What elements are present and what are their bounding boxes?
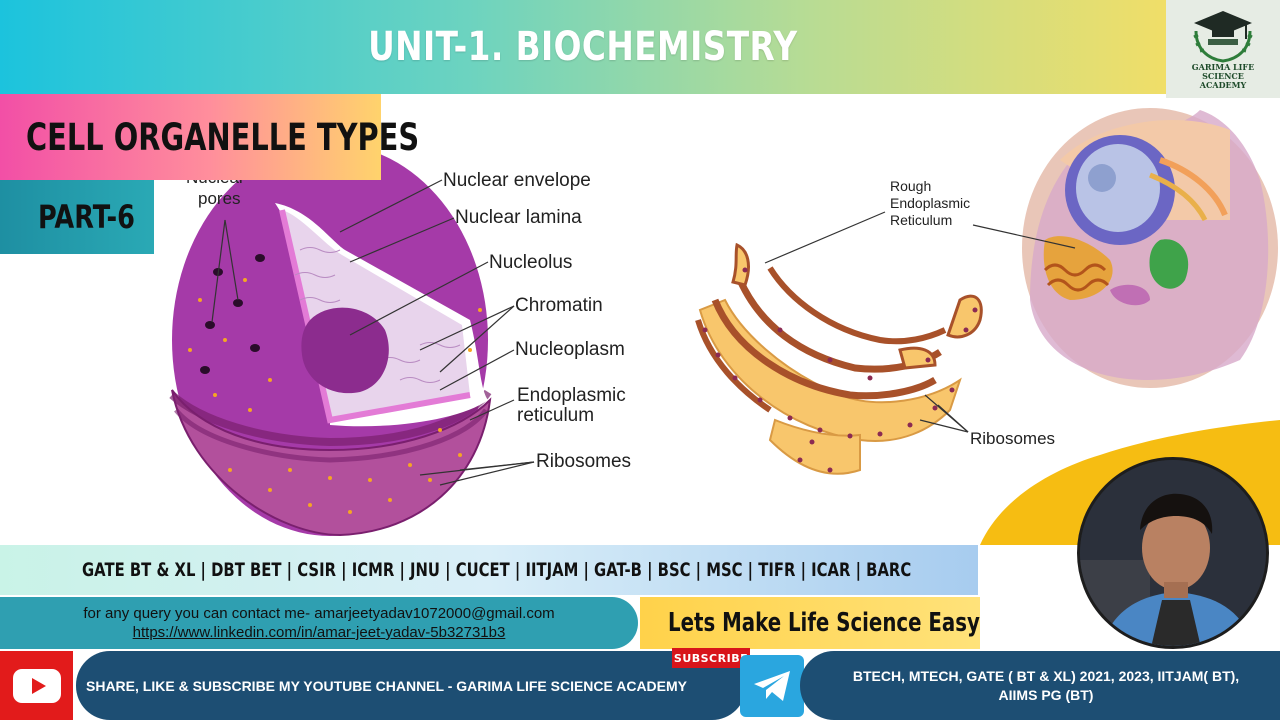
part-label: PART-6 <box>38 198 135 236</box>
rough-er-illustration <box>695 242 983 475</box>
contact-email: for any query you can contact me- amarje… <box>83 605 555 622</box>
nuclear-lamina-label: Nuclear lamina <box>455 207 582 228</box>
exam-list: GATE BT & XL | DBT BET | CSIR | ICMR | J… <box>82 559 912 581</box>
academy-logo: GARIMA LIFE SCIENCE ACADEMY <box>1166 0 1280 98</box>
presenter-avatar <box>1077 457 1269 649</box>
share-pill: SHARE, LIKE & SUBSCRIBE MY YOUTUBE CHANN… <box>76 651 746 720</box>
nucleus-illustration <box>169 144 492 537</box>
topic-title: CELL ORGANELLE TYPES <box>26 115 420 159</box>
qualifications-line1: BTECH, MTECH, GATE ( BT & XL) 2021, 2023… <box>852 667 1240 684</box>
youtube-icon <box>12 668 61 703</box>
tagline-banner: Lets Make Life Science Easy <box>640 597 980 649</box>
qualifications-line2: AIIMS PG (BT) <box>998 686 1094 703</box>
person-photo <box>1080 460 1266 646</box>
chromatin-label: Chromatin <box>515 295 603 316</box>
subscribe-button[interactable]: SUBSCRIBE <box>672 648 750 668</box>
nucleus-ribosomes-label: Ribosomes <box>536 451 631 472</box>
qualifications-pill: BTECH, MTECH, GATE ( BT & XL) 2021, 2023… <box>800 651 1280 720</box>
tagline: Lets Make Life Science Easy <box>668 608 980 638</box>
nuclear-envelope-label: Nuclear envelope <box>443 170 591 191</box>
share-text: SHARE, LIKE & SUBSCRIBE MY YOUTUBE CHANN… <box>86 677 688 694</box>
telegram-button[interactable] <box>740 655 804 717</box>
exam-list-bar: GATE BT & XL | DBT BET | CSIR | ICMR | J… <box>0 545 978 595</box>
rer-ribosomes-label: Ribosomes <box>970 429 1055 448</box>
youtube-button[interactable] <box>0 651 73 720</box>
animal-cell-illustration <box>1022 108 1278 388</box>
topic-banner: CELL ORGANELLE TYPES <box>0 94 419 180</box>
contact-pill: for any query you can contact me- amarje… <box>0 597 638 649</box>
top-banner: UNIT-1. BIOCHEMISTRY <box>0 0 1166 94</box>
graduation-cap-icon <box>1193 11 1253 63</box>
part-banner: PART-6 <box>0 180 154 254</box>
logo-text: GARIMA LIFE SCIENCE ACADEMY <box>1191 62 1255 90</box>
telegram-icon <box>754 671 790 701</box>
nucleolus-label: Nucleolus <box>489 252 572 273</box>
linkedin-link[interactable]: https://www.linkedin.com/in/amar-jeet-ya… <box>132 624 506 641</box>
unit-title: UNIT-1. BIOCHEMISTRY <box>368 24 798 70</box>
nucleoplasm-label: Nucleoplasm <box>515 339 625 360</box>
